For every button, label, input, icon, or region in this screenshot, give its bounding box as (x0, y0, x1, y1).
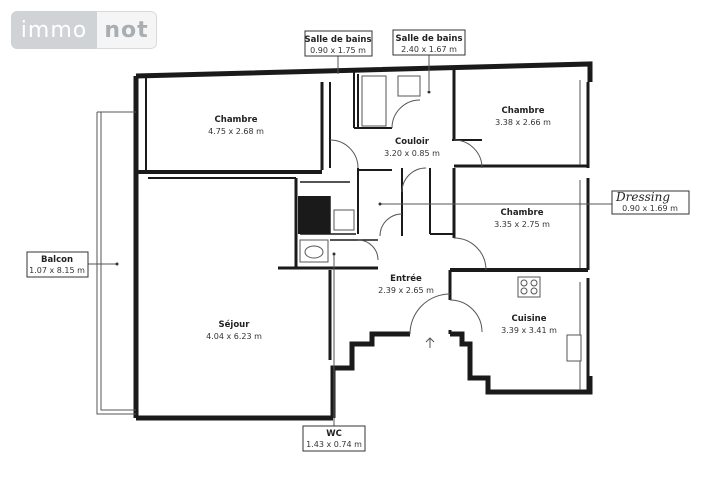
callout-salle-de-bains-2: Salle de bains 2.40 x 1.67 m (392, 29, 466, 94)
callout-dimensions: 1.43 x 0.74 m (306, 440, 362, 449)
balcony-railing (96, 80, 581, 415)
callout-salle-de-bains-1: Salle de bains 0.90 x 1.75 m (304, 30, 373, 74)
wall-lines (133, 61, 593, 421)
logo-part-not: not (97, 11, 157, 49)
room-name: Couloir (395, 137, 430, 147)
room-name: Chambre (501, 208, 544, 218)
immonot-logo: immo not (11, 11, 157, 49)
technical-shaft (298, 196, 330, 234)
callout-name: Salle de bains (395, 34, 462, 44)
callout-dimensions: 0.90 x 1.69 m (622, 204, 678, 213)
room-name: Séjour (219, 319, 251, 330)
room-dimensions: 4.75 x 2.68 m (208, 127, 264, 136)
room-dimensions: 3.35 x 2.75 m (494, 220, 550, 229)
logo-part-immo: immo (11, 11, 97, 49)
door-swings (329, 99, 487, 335)
callout-name: Salle de bains (304, 35, 371, 45)
callout-name: WC (326, 429, 342, 439)
room-label-chambre-2: Chambre 3.38 x 2.66 m (495, 106, 551, 127)
room-dimensions: 4.04 x 6.23 m (206, 332, 262, 341)
room-name: Chambre (215, 115, 258, 125)
room-label-sejour: Séjour 4.04 x 6.23 m (206, 319, 262, 341)
room-dimensions: 3.20 x 0.85 m (384, 149, 440, 158)
room-label-cuisine: Cuisine 3.39 x 3.41 m (501, 314, 557, 335)
callout-name: Dressing (615, 190, 670, 204)
room-name: Entrée (390, 273, 422, 284)
room-label-entree: Entrée 2.39 x 2.65 m (378, 273, 434, 295)
callout-dressing: Dressing 0.90 x 1.69 m (378, 190, 690, 215)
entrance-arrow-icon (425, 337, 435, 348)
callout-name: Balcon (41, 255, 73, 265)
callout-dimensions: 1.07 x 8.15 m (29, 266, 85, 275)
callout-dimensions: 0.90 x 1.75 m (310, 46, 366, 55)
room-dimensions: 3.39 x 3.41 m (501, 326, 557, 335)
callout-balcon: Balcon 1.07 x 8.15 m (26, 251, 119, 278)
room-name: Chambre (502, 106, 545, 116)
room-dimensions: 3.38 x 2.66 m (495, 118, 551, 127)
callout-dimensions: 2.40 x 1.67 m (401, 45, 457, 54)
room-label-chambre-3: Chambre 3.35 x 2.75 m (494, 208, 550, 229)
room-dimensions: 2.39 x 2.65 m (378, 286, 434, 295)
room-name: Cuisine (512, 314, 547, 324)
callout-wc: WC 1.43 x 0.74 m (302, 252, 366, 452)
fixtures (299, 75, 582, 362)
room-label-couloir: Couloir 3.20 x 0.85 m (384, 137, 440, 158)
room-label-chambre-1: Chambre 4.75 x 2.68 m (208, 115, 264, 136)
